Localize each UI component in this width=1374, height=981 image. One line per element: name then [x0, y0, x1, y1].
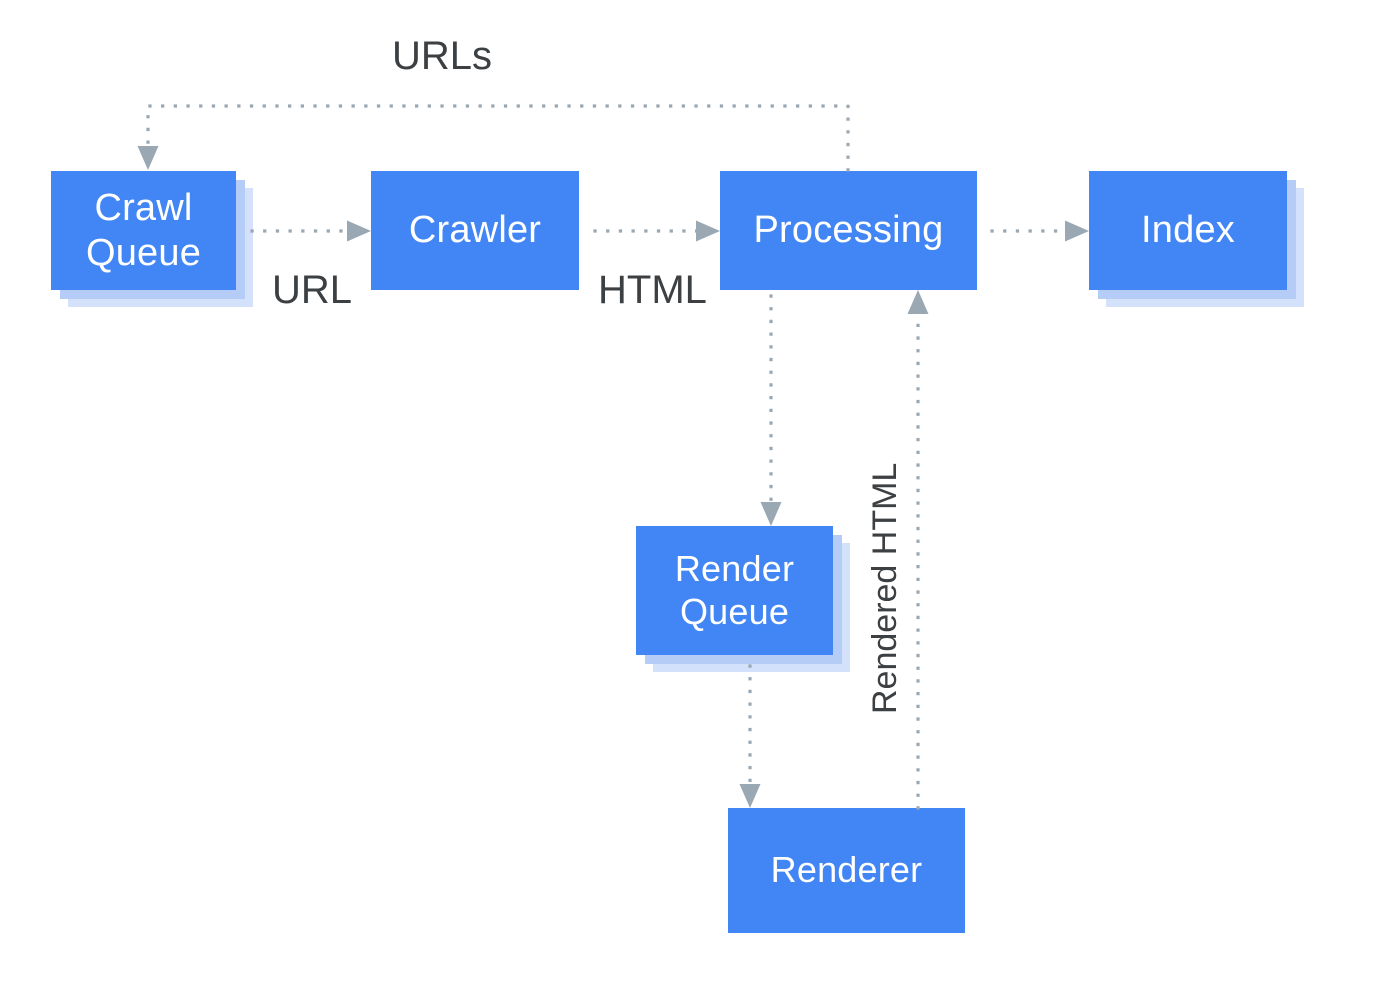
edge-label-html: HTML: [598, 268, 707, 312]
node-render-queue-label: Render Queue: [674, 548, 795, 632]
edge-label-urls: URLs: [392, 34, 493, 78]
node-crawl-queue-label: Crawl Queue: [85, 186, 202, 274]
node-crawl-queue[interactable]: Crawl Queue: [51, 171, 236, 290]
node-crawler-label: Crawler: [408, 209, 542, 252]
edge-html: [593, 220, 720, 242]
node-processing-label: Processing: [753, 209, 944, 252]
edge-processing-render-queue: [760, 294, 782, 526]
edge-label-url: URL: [272, 268, 353, 312]
edge-urls-feedback: [137, 104, 850, 172]
node-index[interactable]: Index: [1089, 171, 1287, 290]
edge-render-queue-renderer: [739, 664, 761, 808]
edge-processing-index: [990, 220, 1089, 242]
node-index-label: Index: [1141, 209, 1235, 252]
node-processing[interactable]: Processing: [720, 171, 977, 290]
edge-rendered-html: [907, 290, 929, 810]
node-renderer-label: Renderer: [770, 849, 923, 891]
node-render-queue[interactable]: Render Queue: [636, 526, 833, 655]
edge-url: [250, 220, 371, 242]
node-renderer[interactable]: Renderer: [728, 808, 965, 933]
node-crawler[interactable]: Crawler: [371, 171, 579, 290]
edge-label-rendered-html: Rendered HTML: [866, 462, 904, 714]
